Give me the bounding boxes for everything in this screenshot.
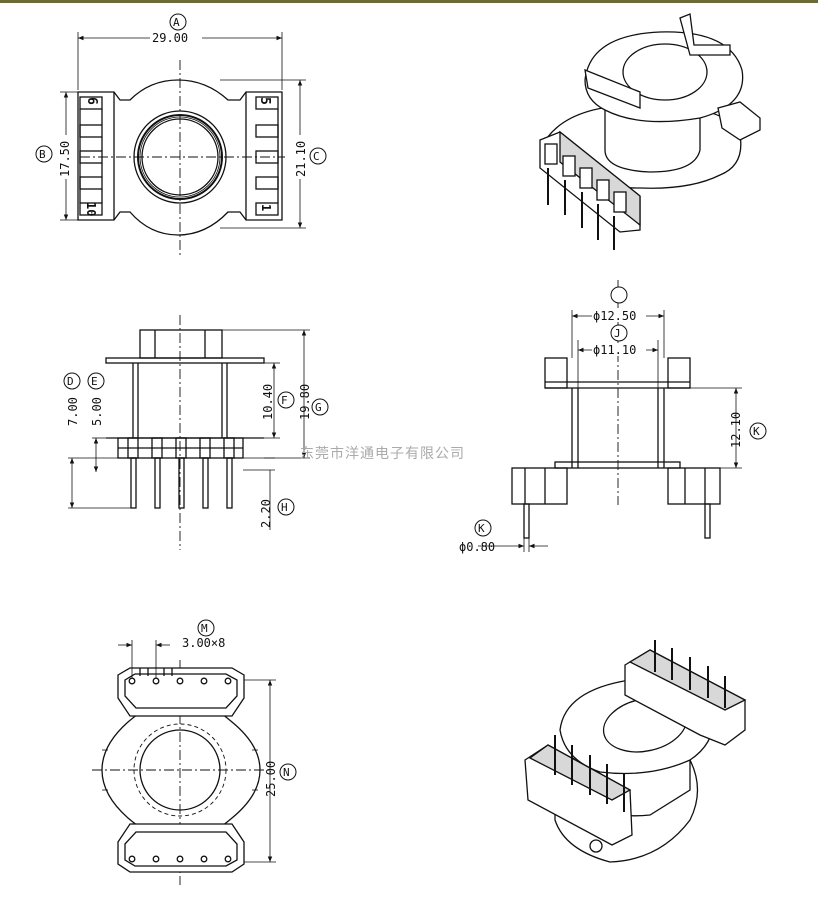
dim-e: 5.00 (90, 397, 104, 426)
ref-a: A (173, 16, 180, 29)
ref-n: N (283, 766, 290, 779)
ref-d: D (67, 375, 74, 388)
dim-right: 21.10 (294, 141, 308, 177)
dim-left: 17.50 (58, 141, 72, 177)
ref-g: G (315, 401, 322, 414)
ref-j: J (614, 327, 621, 340)
dim-n: 25.00 (264, 761, 278, 797)
dim-i: ϕ12.50 (593, 309, 636, 323)
bottom-view: 3.00×8 M 25.00 N (92, 619, 297, 885)
watermark-text: 东莞市洋通电子有限公司 (300, 445, 465, 462)
dim-f: 10.40 (261, 384, 275, 420)
dim-j: ϕ11.10 (593, 343, 636, 357)
ref-h: H (281, 501, 288, 514)
side-view: 7.00 D 5.00 E 10.40 F 19.80 G 2.20 H (63, 315, 329, 550)
pin-label-bottom-left: 10 (84, 202, 98, 216)
iso-view-bottom (524, 640, 747, 863)
ref-c: C (313, 150, 320, 163)
iso-view-top (539, 13, 761, 250)
pin-label-bottom-right: 1 (259, 204, 273, 211)
dim-m: 3.00×8 (182, 636, 225, 650)
section-view: ϕ12.50 ϕ11.10 J 12.10 K ϕ0.80 K (459, 280, 767, 554)
ref-e: E (91, 375, 98, 388)
pin-label-top-left: 6 (84, 97, 99, 105)
dim-k: 12.10 (729, 412, 743, 448)
dim-width: 29.00 (152, 31, 188, 45)
dim-d: 7.00 (66, 397, 80, 426)
ref-f: F (281, 394, 288, 407)
dim-pin: ϕ0.80 (459, 540, 495, 554)
ref-m: M (201, 622, 208, 635)
dim-h: 2.20 (259, 499, 273, 528)
pin-label-top-right: 5 (257, 97, 272, 105)
top-view: 6 5 10 1 29.00 A 17.50 B 21.10 C (35, 13, 327, 255)
dim-g: 19.80 (298, 384, 312, 420)
ref-pin: K (478, 522, 485, 535)
ref-k: K (753, 425, 760, 438)
ref-b: B (39, 148, 46, 161)
top-border (0, 0, 818, 3)
